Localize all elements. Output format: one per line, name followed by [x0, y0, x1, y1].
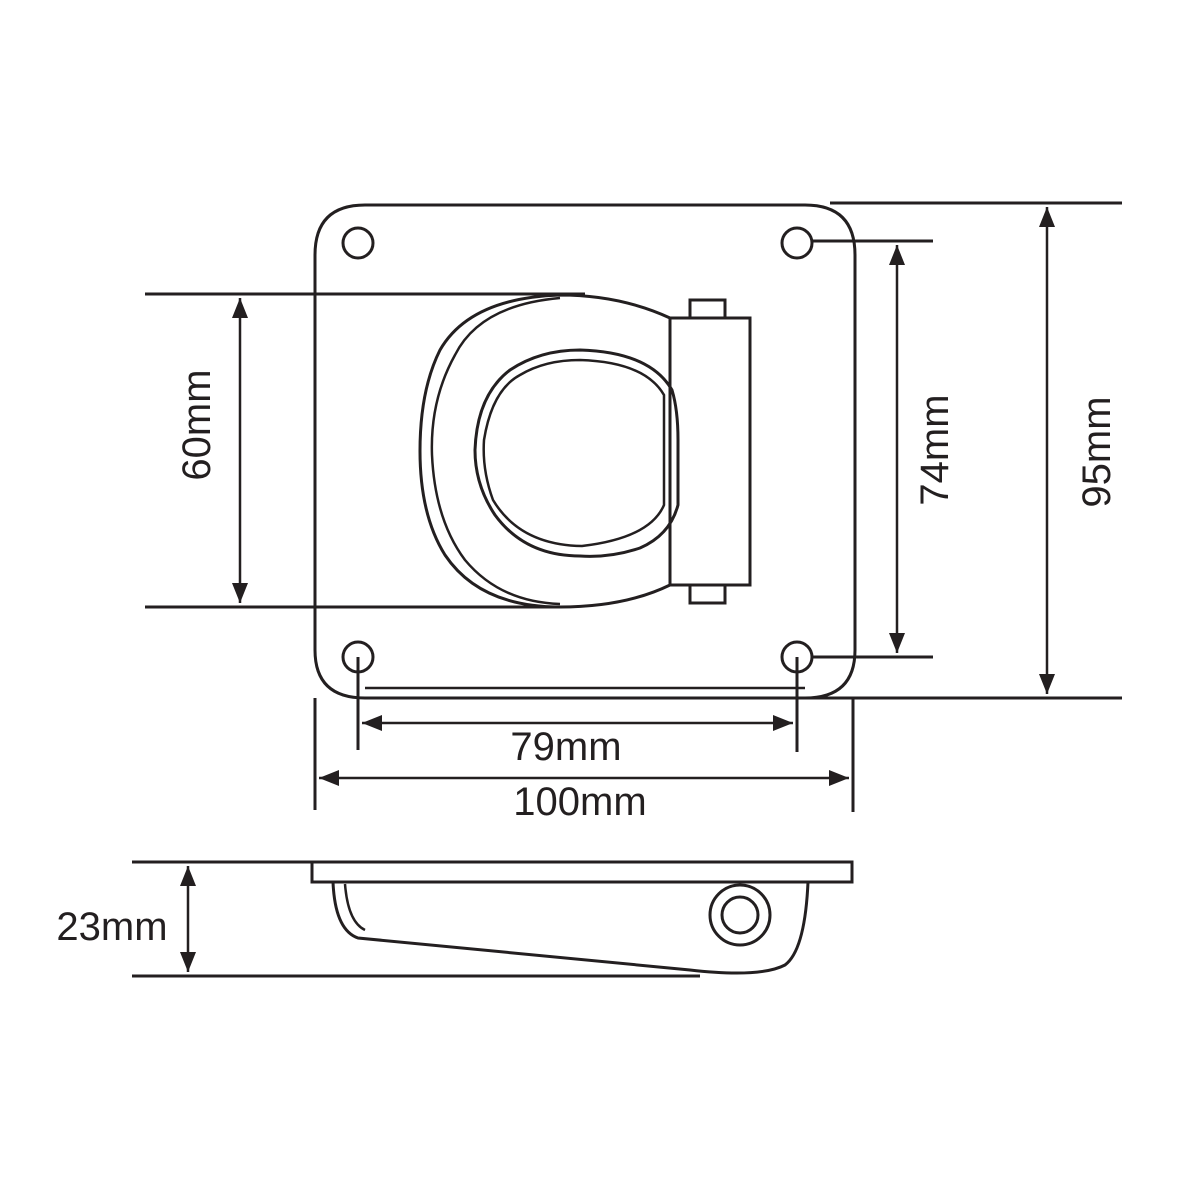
side-body-inner	[343, 883, 366, 932]
dimension-74mm: 74mm	[812, 239, 957, 659]
mount-hole-top-right	[780, 226, 814, 260]
dimension-60mm: 60mm	[145, 292, 585, 609]
dimension-label-60mm: 60mm	[175, 369, 219, 480]
dimension-23mm: 23mm	[56, 860, 700, 978]
dimension-95mm: 95mm	[805, 201, 1122, 700]
side-view	[310, 860, 854, 975]
d-ring-inner-edge	[430, 296, 561, 606]
dimension-label-74mm: 74mm	[913, 394, 957, 505]
plate-outline	[313, 203, 857, 700]
d-ring-outer	[418, 293, 671, 609]
mount-hole-top-left	[341, 226, 375, 260]
dimension-100mm: 100mm	[313, 698, 855, 824]
dimension-label-79mm: 79mm	[510, 725, 621, 769]
dimension-label-23mm: 23mm	[56, 905, 167, 949]
hinge-tab-bottom	[688, 583, 727, 605]
d-ring-opening-inner	[482, 358, 666, 548]
side-pivot-outer	[708, 883, 772, 947]
top-view	[313, 203, 857, 700]
hinge-block	[668, 316, 752, 587]
side-pivot-inner	[720, 895, 760, 935]
hinge-tab-top	[688, 298, 727, 320]
side-plate	[310, 860, 854, 884]
dimension-label-100mm: 100mm	[513, 780, 646, 824]
side-body	[331, 881, 810, 975]
d-ring-opening	[473, 348, 680, 558]
dimension-label-95mm: 95mm	[1075, 396, 1119, 507]
dimension-79mm: 79mm	[356, 657, 799, 769]
